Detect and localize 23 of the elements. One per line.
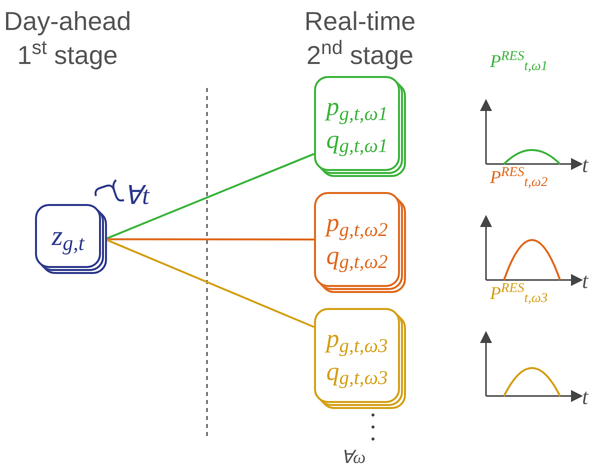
math-variable: p$_{g,t,ω3}$ — [326, 323, 388, 356]
text-label: t — [582, 267, 588, 295]
connector-line — [104, 152, 314, 240]
connector-line — [104, 238, 314, 328]
math-variable: q$_{g,t,ω1}$ — [326, 124, 388, 156]
math-variable: p$_{g,t,ω1}$ — [326, 91, 388, 124]
text-label: t — [582, 151, 588, 179]
text-label: ∀ω — [341, 446, 366, 469]
stacked-variable-box — [314, 76, 406, 177]
stacked-variable-box — [314, 192, 406, 293]
stacked-variable-box — [314, 308, 406, 409]
math-variable: p$_{g,t,ω2}$ — [326, 207, 388, 240]
connector-line — [105, 238, 314, 240]
math-variable: z$_{g,t}$ — [52, 220, 84, 254]
math-variable: q$_{g,t,ω2}$ — [326, 240, 388, 272]
text-label: 2$^{nd}$ stage — [306, 36, 414, 72]
text-label: Day-ahead — [2, 5, 132, 38]
text-label: 1$^{st}$ stage — [16, 36, 119, 72]
text-label: Real-time — [303, 5, 417, 38]
stacked-variable-box — [35, 204, 107, 274]
text-label: ∀t — [124, 180, 150, 212]
math-variable: q$_{g,t,ω3}$ — [326, 356, 388, 388]
text-label: t — [582, 383, 588, 411]
